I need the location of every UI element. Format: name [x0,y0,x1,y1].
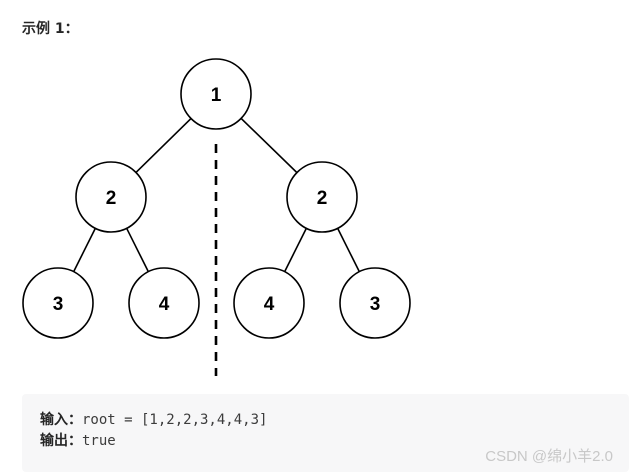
tree-node-left-left: 3 [22,267,94,339]
tree-node-circle [286,161,358,233]
tree-nodes: 1 2 2 3 4 4 3 [22,58,411,339]
tree-node-root: 1 [180,58,252,130]
output-label: 输出： [40,433,82,449]
tree-node-right-left: 4 [233,267,305,339]
symmetric-tree-diagram: 1 2 2 3 4 4 3 [22,58,411,376]
tree-node-label: 3 [53,294,64,315]
example-title: 示例 1： [22,21,79,37]
tree-node-label: 1 [211,85,222,106]
watermark: CSDN @绵小羊2.0 [485,448,613,465]
tree-node-circle [75,161,147,233]
tree-node-circle [233,267,305,339]
tree-node-label: 2 [317,188,328,209]
tree-node-label: 3 [370,294,381,315]
input-line: 输入：root = [1,2,2,3,4,4,3] [40,410,629,431]
output-line: 输出：true [40,431,629,452]
tree-node-right: 2 [286,161,358,233]
tree-node-label: 4 [159,294,170,315]
input-value: root = [1,2,2,3,4,4,3] [82,412,268,428]
io-block: 输入：root = [1,2,2,3,4,4,3] 输出：true [22,394,629,472]
tree-node-circle [128,267,200,339]
tree-node-left: 2 [75,161,147,233]
output-value: true [82,433,116,449]
tree-node-label: 4 [264,294,275,315]
tree-node-circle [180,58,252,130]
tree-node-label: 2 [106,188,117,209]
tree-node-right-right: 3 [339,267,411,339]
input-label: 输入： [40,412,82,428]
tree-node-left-right: 4 [128,267,200,339]
tree-node-circle [22,267,94,339]
tree-node-circle [339,267,411,339]
